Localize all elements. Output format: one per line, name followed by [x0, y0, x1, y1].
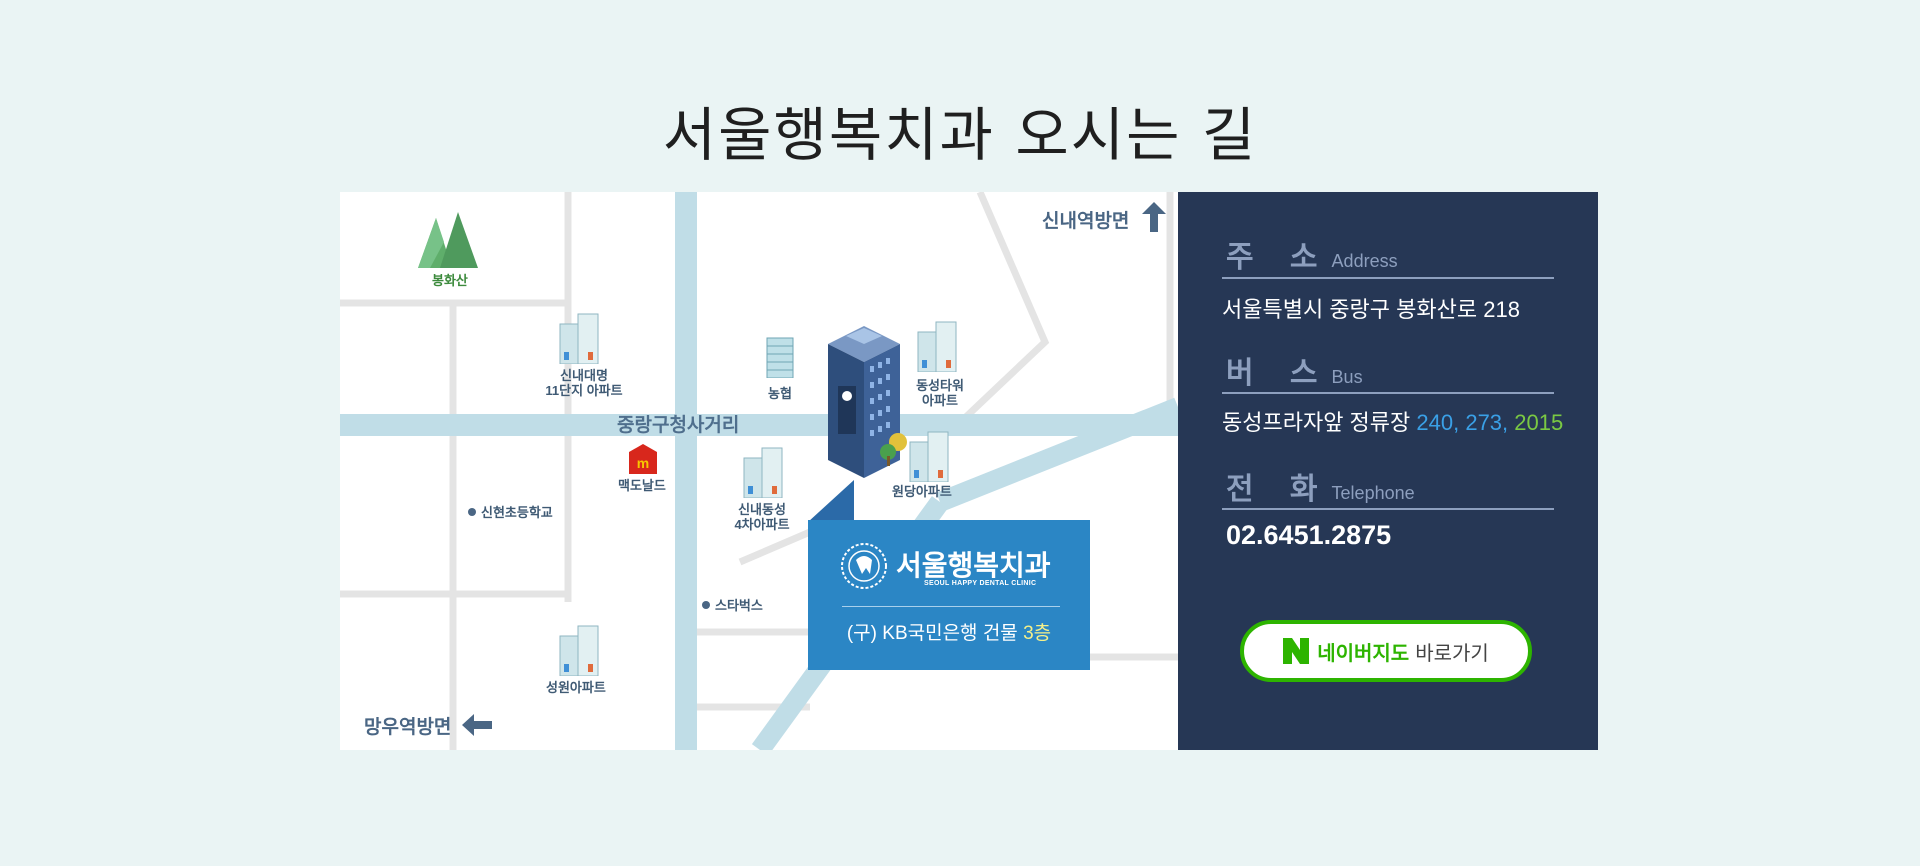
label-nonghyup: 농협: [768, 386, 792, 401]
naver-logo-icon: [1283, 638, 1310, 664]
phone-heading: 전 화Telephone: [1226, 473, 1415, 506]
apartment-icon: [909, 431, 949, 482]
address-heading: 주 소Address: [1226, 241, 1398, 274]
label-school: 신현초등학교: [468, 505, 553, 520]
divider: [1222, 508, 1554, 510]
label-starbucks: 스타벅스: [702, 598, 763, 613]
label-seongwon-apt: 성원아파트: [546, 680, 606, 695]
bank-building-icon: [766, 337, 794, 378]
apartment-icon: [559, 313, 599, 364]
arrow-up-icon: [1142, 202, 1166, 232]
clinic-location-text: (구) KB국민은행 건물 3층: [846, 623, 1052, 644]
divider: [842, 606, 1060, 607]
location-dot-icon: [702, 601, 710, 609]
mountain-icon: [418, 212, 478, 268]
location-dot-icon: [468, 508, 476, 516]
apartment-icon: [917, 321, 957, 372]
callout-pointer: [808, 480, 854, 522]
clinic-name-en: SEOUL HAPPY DENTAL CLINIC: [924, 580, 1037, 587]
tree-icon: [880, 433, 907, 466]
label-mcdonalds: 맥도날드: [618, 478, 666, 493]
arrow-left-icon: [462, 714, 492, 736]
divider: [1222, 392, 1554, 394]
label-to-sinnae: 신내역방면: [1042, 211, 1130, 232]
label-wondang-apt: 원당아파트: [892, 484, 952, 499]
contact-info-panel: 주 소Address 서울특별시 중랑구 봉화산로 218 버 스Bus 동성프…: [1178, 192, 1598, 750]
clinic-name: 서울행복치과: [896, 550, 1051, 581]
clinic-callout: 서울행복치과 SEOUL HAPPY DENTAL CLINIC (구) KB국…: [808, 520, 1090, 670]
svg-text:m: m: [637, 455, 649, 471]
mcdonalds-icon: m: [629, 444, 657, 474]
bus-heading: 버 스Bus: [1226, 357, 1363, 390]
apartment-icon: [559, 625, 599, 676]
bus-value: 동성프라자앞 정류장 240, 273, 2015: [1222, 410, 1564, 435]
naver-brand-label: 네이버지도: [1317, 642, 1410, 665]
label-intersection: 중랑구청사거리: [617, 415, 740, 436]
phone-value: 02.6451.2875: [1226, 520, 1392, 550]
apartment-icon: [743, 447, 783, 498]
address-value: 서울특별시 중랑구 봉화산로 218: [1222, 297, 1520, 322]
naver-map-button[interactable]: 네이버지도 바로가기: [1240, 620, 1532, 682]
clinic-logo-icon: [841, 543, 887, 589]
naver-action-label: 바로가기: [1415, 642, 1489, 665]
label-to-mangwoo: 망우역방면: [364, 717, 452, 738]
page-title: 서울행복치과 오시는 길: [662, 101, 1258, 169]
divider: [1222, 277, 1554, 279]
label-mountain: 봉화산: [432, 273, 468, 288]
